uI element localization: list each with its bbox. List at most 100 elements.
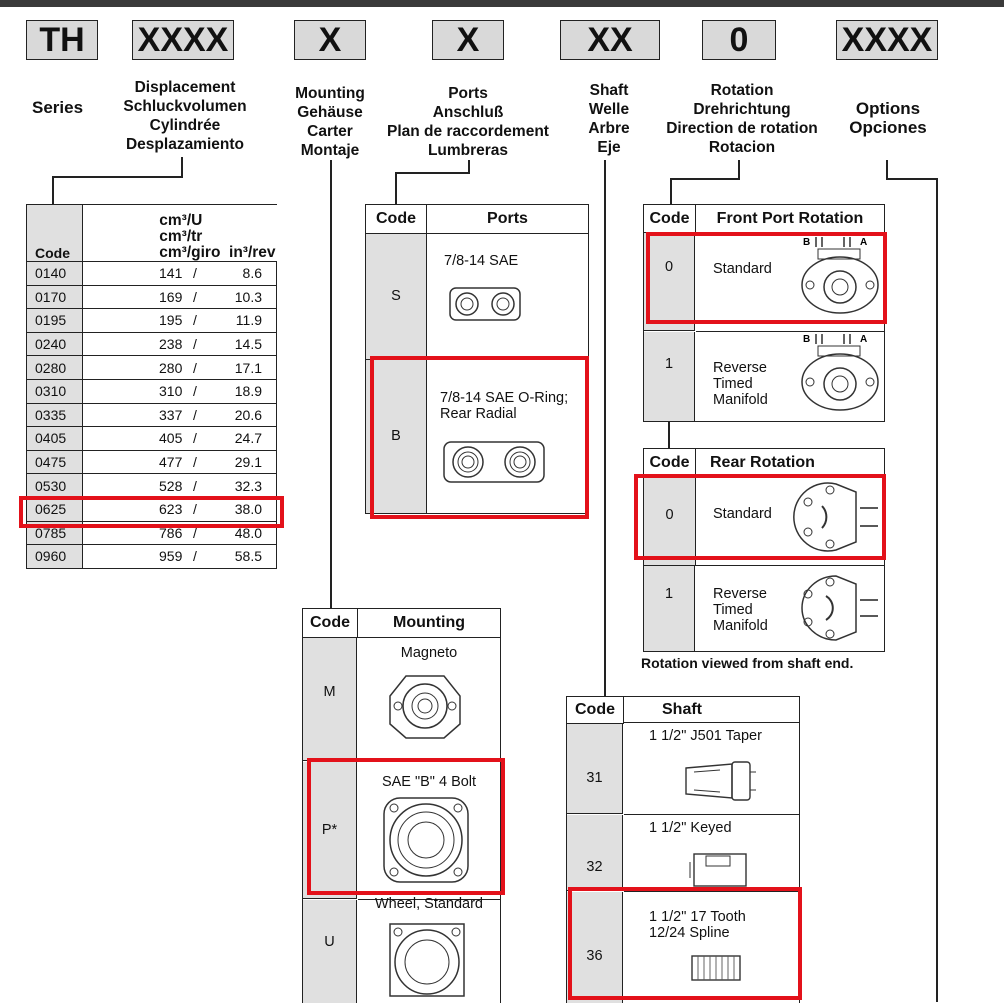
row-code: 0625	[25, 496, 84, 522]
row-in3: 18.9	[201, 378, 278, 404]
col-header-code: Code	[567, 697, 624, 724]
shaft-desc-31: 1 1/2" J501 Taper	[649, 728, 762, 744]
connector	[670, 178, 740, 180]
row-separator: /	[188, 331, 202, 357]
row-separator: /	[188, 355, 202, 380]
series-box-mounting: X	[294, 20, 366, 60]
front-rotation-table: Code Front Port Rotation 0 Standard 1 Re…	[643, 204, 885, 422]
row-divider	[358, 899, 500, 900]
rear-rotation-desc-0: Standard	[713, 506, 772, 522]
col-header-mounting: Mounting	[358, 609, 500, 638]
row-code: 0335	[25, 402, 84, 428]
ports-table: Code Ports S 7/8-14 SAE B 7/8-14 SAE O-R…	[365, 204, 589, 514]
col-header-shaft: Shaft	[624, 697, 799, 723]
row-code: 0280	[25, 355, 84, 380]
shaft-code-32: 32	[567, 815, 623, 891]
row-cm3: 238	[82, 331, 189, 357]
row-cm3: 141	[82, 261, 189, 286]
row-cm3: 195	[82, 308, 189, 333]
front-rotation-code-1: 1	[644, 332, 695, 421]
highlight-shaft-36	[568, 887, 802, 1000]
mounting-desc-u: Wheel, Standard	[374, 896, 483, 912]
port-code-s: S	[366, 234, 427, 360]
col-header-rear-rotation: Rear Rotation	[696, 449, 884, 476]
row-code: 0140	[25, 261, 84, 286]
connector	[886, 178, 938, 180]
row-divider	[624, 814, 799, 815]
port-desc-b: 7/8-14 SAE O-Ring;Rear Radial	[440, 390, 569, 422]
mounting-code-p: P*	[303, 762, 357, 899]
col-header-code: Code	[25, 204, 84, 262]
row-divider	[624, 891, 799, 892]
row-in3: 14.5	[201, 331, 278, 357]
shaft-code-31: 31	[567, 724, 623, 814]
sae-port-icon	[449, 287, 521, 321]
svg-text:A: A	[860, 334, 867, 345]
shaft-desc-32: 1 1/2" Keyed	[649, 820, 732, 836]
col-header-ports: Ports	[427, 205, 588, 234]
shaft-code-36: 36	[567, 892, 623, 1003]
col-header-code: Code	[644, 205, 696, 233]
mounting-desc-p: SAE "B" 4 Bolt	[381, 774, 477, 790]
mounting-code-u: U	[303, 900, 357, 1003]
row-cm3: 959	[82, 544, 189, 569]
mounting-desc-m: Magneto	[400, 645, 458, 661]
row-separator: /	[188, 378, 202, 404]
connector	[395, 172, 397, 204]
oring-port-icon	[443, 441, 545, 483]
connector	[181, 157, 183, 178]
front-rotation-reverse-icon: B A	[801, 334, 879, 411]
row-code: 0195	[25, 308, 84, 333]
connector	[936, 178, 938, 1002]
row-in3: 29.1	[201, 449, 278, 475]
row-in3: 24.7	[201, 426, 278, 451]
rear-rotation-code-1: 1	[644, 566, 695, 651]
row-cm3: 310	[82, 378, 189, 404]
highlight-port-b	[370, 356, 589, 519]
sae-b-mount-icon	[383, 797, 469, 883]
connector	[604, 160, 606, 696]
spline-shaft-icon	[691, 955, 741, 981]
col-header-code: Code	[366, 205, 427, 234]
row-divider	[696, 331, 884, 332]
front-rotation-desc-0: Standard	[713, 261, 772, 277]
port-desc-s: 7/8-14 SAE	[444, 253, 519, 269]
row-in3: 58.5	[201, 544, 278, 569]
row-code: 0960	[25, 544, 84, 569]
row-separator: /	[188, 449, 202, 475]
highlight-displacement-0625	[19, 496, 284, 528]
row-cm3: 169	[82, 284, 189, 310]
connector	[670, 178, 672, 204]
row-separator: /	[188, 308, 202, 333]
shaft-table: Code Shaft 31 1 1/2" J501 Taper 32 1 1/2…	[566, 696, 800, 1003]
row-divider	[696, 565, 884, 566]
svg-text:B: B	[803, 237, 810, 248]
series-box-shaft: XX	[560, 20, 660, 60]
connector	[52, 176, 183, 178]
highlight-mounting-p	[307, 758, 505, 895]
row-cm3: 477	[82, 449, 189, 475]
row-separator: /	[188, 544, 202, 569]
row-in3: 38.0	[201, 496, 278, 522]
col-header-front-rotation: Front Port Rotation	[696, 205, 884, 233]
rear-rotation-reverse-icon	[801, 575, 878, 641]
col-header-units: cm³/U cm³/tr cm³/giro in³/rev	[82, 204, 277, 262]
taper-shaft-icon	[685, 761, 756, 801]
top-bar	[0, 0, 1004, 7]
row-cm3: 405	[82, 426, 189, 451]
